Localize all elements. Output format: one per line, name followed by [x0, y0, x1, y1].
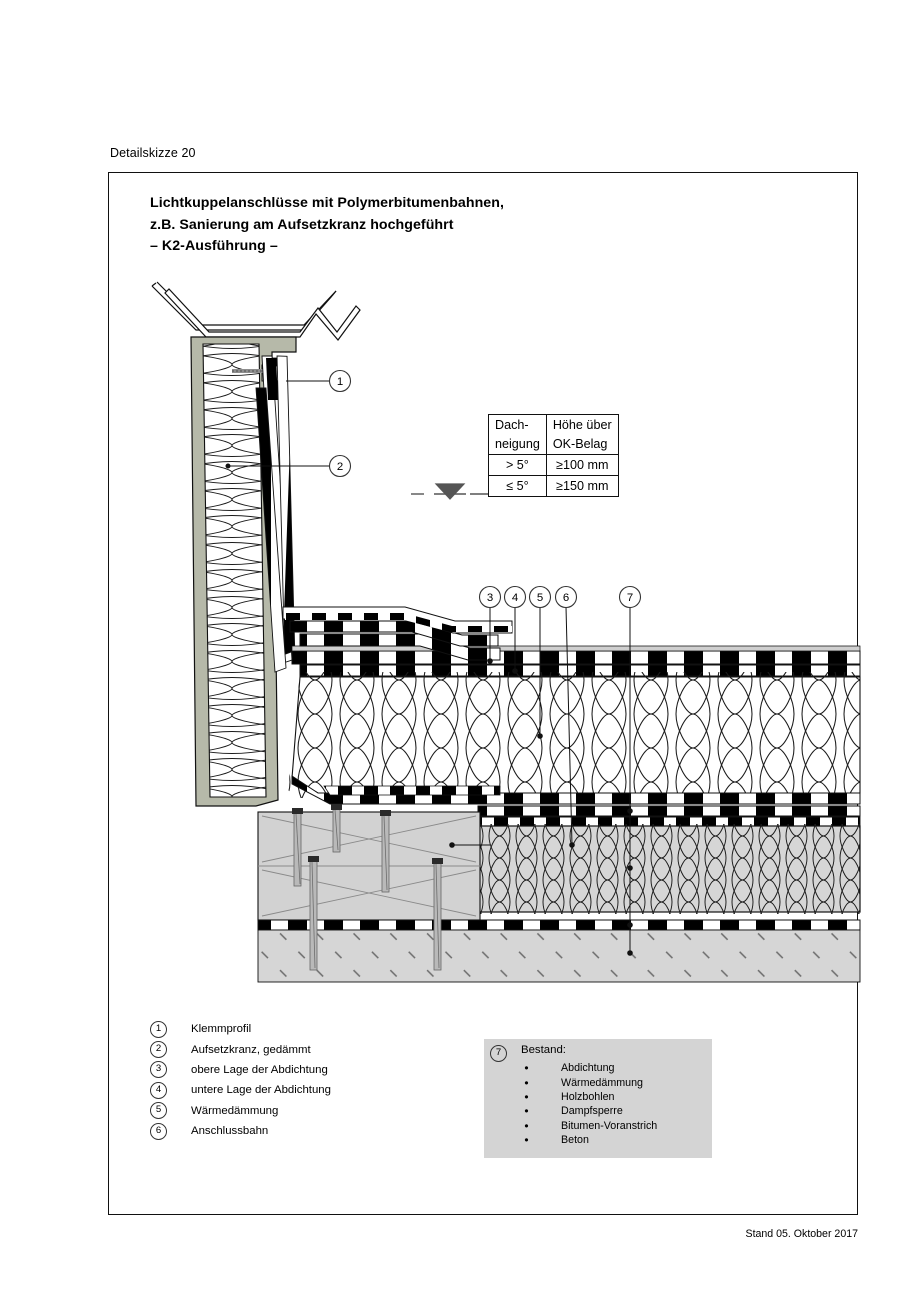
list-item: 1 Klemmprofil	[150, 1019, 331, 1039]
bullet-icon: •	[524, 1061, 529, 1076]
water-level-symbol	[411, 476, 494, 500]
title-line-2: z.B. Sanierung am Aufsetzkranz hochgefüh…	[150, 216, 454, 233]
bullet-icon: •	[524, 1089, 529, 1104]
skylight-dome-frame	[164, 288, 361, 341]
bullet-icon: •	[524, 1104, 529, 1119]
list-item: 2 Aufsetzkranz, gedämmt	[150, 1039, 331, 1059]
header-slope-line1: Dach-	[495, 418, 529, 432]
legend-bubble-6: 6	[150, 1122, 167, 1140]
concrete-deck	[257, 929, 861, 983]
legend-bubble-7: 7	[490, 1045, 507, 1062]
kerb-fixing-screws	[292, 804, 443, 971]
legend-label-4: untere Lage der Abdichtung	[191, 1084, 331, 1097]
svg-text:5: 5	[537, 592, 543, 604]
bullet-icon: •	[524, 1075, 529, 1090]
table-row: > 5° ≥100 mm	[488, 454, 619, 476]
callout-bubble-5[interactable]: 5	[528, 585, 552, 609]
old-waterproofing	[477, 805, 861, 827]
callout-leaders	[225, 380, 633, 956]
list-item: • Holzbohlen	[521, 1090, 657, 1104]
svg-text:3: 3	[487, 592, 493, 604]
cell-slope-1: > 5°	[488, 454, 547, 476]
header-height-line1: Höhe über	[552, 418, 612, 432]
cell-height-2: ≥150 mm	[545, 475, 619, 497]
vapour-barrier	[257, 919, 861, 931]
header-height-line2: OK-Belag	[552, 437, 608, 451]
legend-label-1: Klemmprofil	[191, 1023, 252, 1036]
list-item: 3 obere Lage der Abdichtung	[150, 1060, 331, 1080]
legend-bubble-2: 2	[150, 1041, 167, 1059]
bestand-item-3: Holzbohlen	[561, 1090, 615, 1103]
legend-bubble-1: 1	[150, 1020, 167, 1038]
slope-height-table: Dach- neigung Höhe über OK-Belag > 5° ≥1…	[488, 414, 619, 497]
kerb-body	[190, 336, 297, 807]
list-item: • Dampfsperre	[521, 1104, 657, 1118]
bullet-icon: •	[524, 1118, 529, 1133]
svg-text:7: 7	[627, 592, 633, 604]
list-item: 6 Anschlussbahn	[150, 1121, 331, 1141]
bestand-panel	[484, 1039, 712, 1158]
roof-upper-membrane	[291, 645, 861, 665]
callout-bubble-1[interactable]: 1	[328, 369, 352, 393]
detail-sketch-label: Detailskizze 20	[110, 146, 196, 160]
header-slope-line2: neigung	[495, 437, 540, 451]
anschlussbahn-strip	[282, 606, 513, 661]
cell-height-1: ≥100 mm	[545, 454, 619, 476]
old-thermal-insulation	[477, 824, 861, 914]
callout-bubble-6[interactable]: 6	[554, 585, 578, 609]
roof-separation-layer	[291, 775, 861, 805]
legend-bubble-3: 3	[150, 1061, 167, 1079]
callout-bubbles: 1 2 3 4 5 6 7	[328, 369, 642, 609]
svg-text:4: 4	[512, 592, 518, 604]
bestand-item-2: Wärmedämmung	[561, 1076, 643, 1089]
svg-text:1: 1	[337, 376, 343, 388]
bestand-item-1: Abdichtung	[561, 1062, 615, 1075]
legend-list: 1 Klemmprofil 2 Aufsetzkranz, gedämmt 3 …	[150, 1019, 331, 1141]
legend-label-6: Anschlussbahn	[191, 1125, 269, 1138]
bullet-icon: •	[524, 1133, 529, 1148]
wood-planks	[257, 811, 481, 921]
callout-bubble-3[interactable]: 3	[478, 585, 502, 609]
bestand-item-6: Beton	[561, 1134, 589, 1147]
list-item: • Wärmedämmung	[521, 1075, 657, 1090]
bestand-list: • Abdichtung • Wärmedämmung • Holzbohlen…	[521, 1061, 657, 1147]
legend-bubble-4: 4	[150, 1081, 167, 1099]
legend-label-3: obere Lage der Abdichtung	[191, 1063, 328, 1076]
table-row: ≤ 5° ≥150 mm	[488, 475, 619, 497]
cell-slope-2: ≤ 5°	[488, 475, 547, 497]
legend-bubble-5: 5	[150, 1102, 167, 1120]
roof-thermal-insulation	[288, 672, 861, 798]
title-block: Lichtkuppelanschlüsse mit Polymerbitumen…	[150, 193, 750, 258]
header-cell-height: Höhe über OK-Belag	[545, 414, 619, 455]
callout-bubble-2[interactable]: 2	[328, 454, 352, 478]
list-item: 5 Wärmedämmung	[150, 1101, 331, 1121]
svg-text:2: 2	[337, 461, 343, 473]
legend-label-2: Aufsetzkranz, gedämmt	[191, 1043, 311, 1056]
bestand-item-4: Dampfsperre	[561, 1105, 623, 1118]
list-item: • Abdichtung	[521, 1061, 657, 1075]
sheet-footer-date: Stand 05. Oktober 2017	[745, 1228, 859, 1240]
header-cell-slope: Dach- neigung	[488, 414, 547, 455]
list-item: 4 untere Lage der Abdichtung	[150, 1080, 331, 1100]
list-item: • Bitumen-Voranstrich	[521, 1119, 657, 1133]
svg-text:6: 6	[563, 592, 569, 604]
title-line-1: Lichtkuppelanschlüsse mit Polymerbitumen…	[150, 195, 504, 211]
bestand-item-5: Bitumen-Voranstrich	[561, 1119, 658, 1132]
callout-bubble-7[interactable]: 7	[618, 585, 642, 609]
list-item: • Beton	[521, 1133, 657, 1147]
legend-label-5: Wärmedämmung	[191, 1104, 279, 1117]
title-line-3: – K2-Ausführung –	[150, 238, 278, 254]
bestand-title: Bestand:	[521, 1044, 566, 1056]
table-header-row: Dach- neigung Höhe über OK-Belag	[488, 414, 619, 455]
callout-bubble-4[interactable]: 4	[503, 585, 527, 609]
